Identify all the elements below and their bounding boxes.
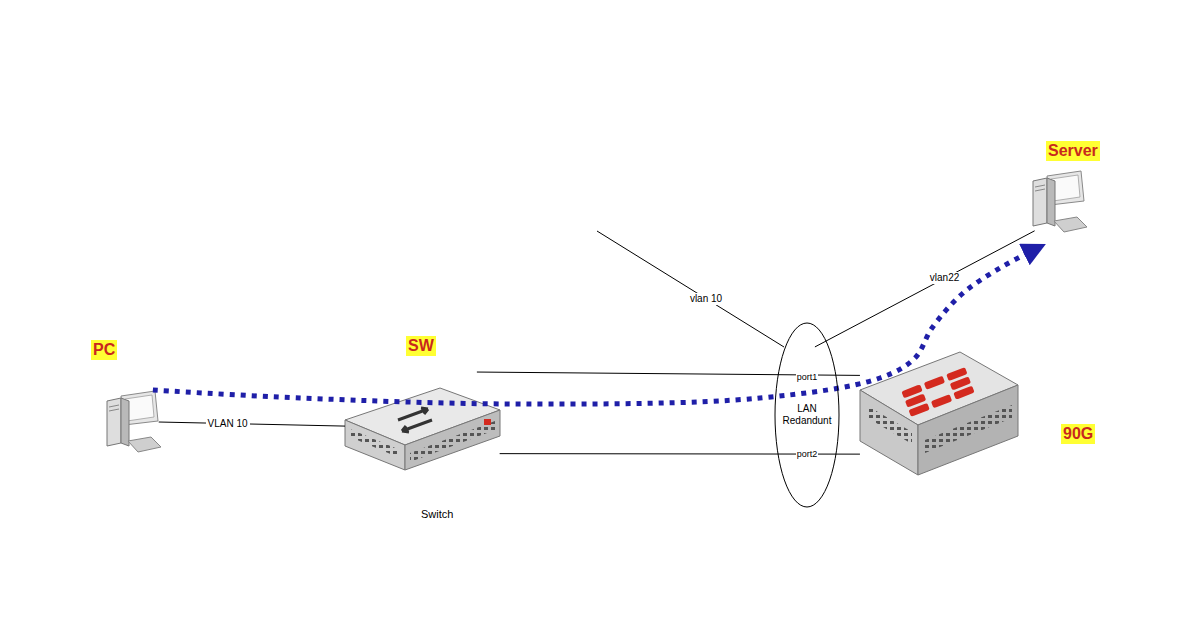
vlan-label: vlan 10 (688, 293, 724, 305)
icon-part (908, 403, 929, 417)
edge-label: vlan22 (928, 272, 961, 284)
icon-part (350, 429, 400, 458)
switch-node: SWSwitch (345, 370, 502, 472)
server-icon (1033, 171, 1087, 232)
ellipse-title: LAN Redandunt (779, 403, 835, 427)
firewall-node: 90G (858, 350, 1020, 477)
icon-part (484, 419, 491, 425)
icon-part (107, 391, 161, 452)
edge-label: VLAN 10 (206, 418, 250, 430)
traffic-flow-arrow (153, 246, 1042, 404)
node-title: PC (91, 340, 117, 360)
icon-part (402, 420, 432, 432)
icon-part (1033, 171, 1087, 232)
icon-part (398, 408, 428, 420)
server-node: Server (1030, 170, 1088, 246)
pc-node: PC (103, 390, 161, 454)
icon-part (931, 394, 952, 408)
lag-ellipse: port1LAN Redandunt port2 (774, 322, 840, 508)
switch-icon (345, 388, 500, 470)
vlan-wire (597, 231, 784, 347)
icon-part (866, 405, 912, 444)
port-label: port1 (796, 372, 819, 383)
port-label: port2 (796, 449, 819, 460)
pc-icon (107, 391, 161, 452)
icon-part (901, 367, 974, 417)
node-title: Server (1046, 141, 1100, 161)
icon-part (925, 405, 1012, 453)
icon-part (345, 420, 405, 470)
icon-part (918, 385, 1018, 475)
firewall-icon (860, 352, 1018, 475)
link-line (815, 231, 1035, 347)
node-caption: Switch (420, 508, 454, 521)
icon-part (410, 421, 495, 462)
icon-part (924, 376, 945, 390)
icon-part (953, 386, 974, 400)
node-title: SW (406, 336, 436, 356)
ellipse-shape (775, 323, 839, 507)
icon-part (405, 410, 500, 470)
link-line (159, 422, 345, 426)
node-title: 90G (1061, 424, 1095, 444)
